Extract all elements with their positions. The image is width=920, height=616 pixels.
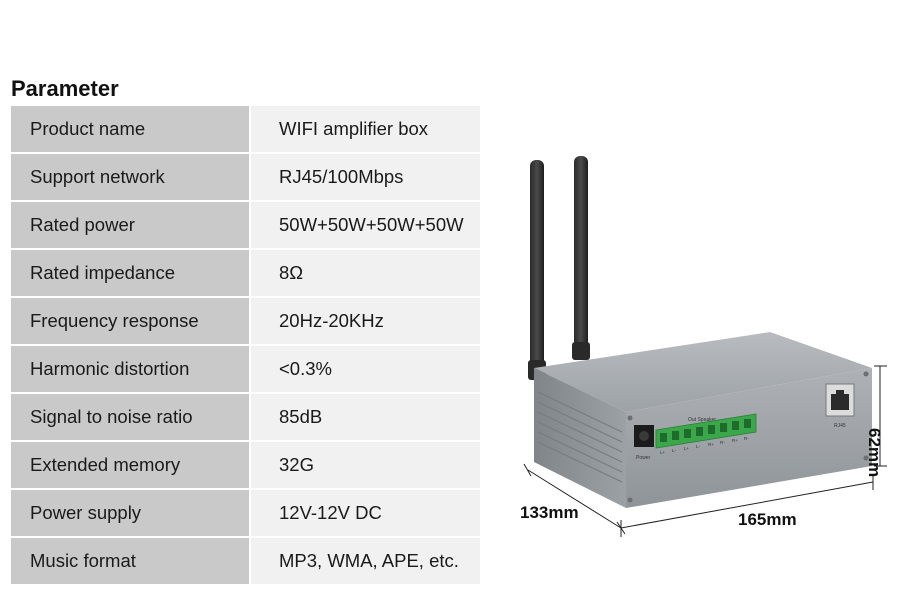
antenna-right (572, 156, 590, 360)
rj45-port (825, 383, 855, 417)
dimension-height: 62mm (865, 428, 884, 478)
spec-table: Product name WIFI amplifier box Support … (11, 106, 480, 586)
terminal-label: L- (696, 444, 701, 449)
terminal-label: L+ (660, 450, 666, 455)
rj45-label: RJ45 (834, 423, 846, 429)
power-label: Power (636, 455, 651, 461)
dimension-depth: 133mm (520, 503, 579, 522)
spec-row: Music format MP3, WMA, APE, etc. (11, 538, 480, 584)
spec-value: 20Hz-20KHz (251, 298, 480, 344)
dimension-width: 165mm (738, 510, 797, 529)
spec-label: Music format (11, 538, 249, 584)
spec-label: Signal to noise ratio (11, 394, 249, 440)
out-speaker-label: Out Speaker (688, 417, 716, 423)
terminal-label: R- (720, 440, 725, 445)
spec-value: MP3, WMA, APE, etc. (251, 538, 480, 584)
spec-value: <0.3% (251, 346, 480, 392)
spec-value: 50W+50W+50W+50W (251, 202, 480, 248)
spec-row: Frequency response 20Hz-20KHz (11, 298, 480, 344)
terminal-label: R+ (732, 438, 738, 443)
spec-label: Power supply (11, 490, 249, 536)
spec-value: 85dB (251, 394, 480, 440)
spec-row: Rated power 50W+50W+50W+50W (11, 202, 480, 248)
spec-row: Support network RJ45/100Mbps (11, 154, 480, 200)
spec-row: Power supply 12V-12V DC (11, 490, 480, 536)
spec-value: WIFI amplifier box (251, 106, 480, 152)
spec-label: Support network (11, 154, 249, 200)
power-jack (634, 425, 654, 447)
spec-row: Product name WIFI amplifier box (11, 106, 480, 152)
spec-row: Signal to noise ratio 85dB (11, 394, 480, 440)
section-title: Parameter (11, 76, 119, 101)
spec-row: Extended memory 32G (11, 442, 480, 488)
spec-label: Product name (11, 106, 249, 152)
case-front (626, 368, 872, 508)
spec-value: 32G (251, 442, 480, 488)
antenna-left (528, 160, 546, 380)
case-top (534, 332, 872, 412)
terminal-label: L- (672, 448, 677, 453)
spec-label: Extended memory (11, 442, 249, 488)
speaker-terminal-block (655, 413, 757, 449)
spec-label: Harmonic distortion (11, 346, 249, 392)
terminal-label: L+ (684, 446, 690, 451)
terminal-label: R- (744, 436, 749, 441)
spec-label: Rated power (11, 202, 249, 248)
terminal-label: R+ (708, 442, 714, 447)
spec-value: 12V-12V DC (251, 490, 480, 536)
spec-label: Rated impedance (11, 250, 249, 296)
dimension-lines (523, 365, 887, 537)
amplifier-device-image: Power Out Speaker L+ L- L+ L- R+ R- R+ R… (523, 156, 887, 537)
spec-value: RJ45/100Mbps (251, 154, 480, 200)
spec-value: 8Ω (251, 250, 480, 296)
spec-row: Rated impedance 8Ω (11, 250, 480, 296)
spec-label: Frequency response (11, 298, 249, 344)
spec-row: Harmonic distortion <0.3% (11, 346, 480, 392)
